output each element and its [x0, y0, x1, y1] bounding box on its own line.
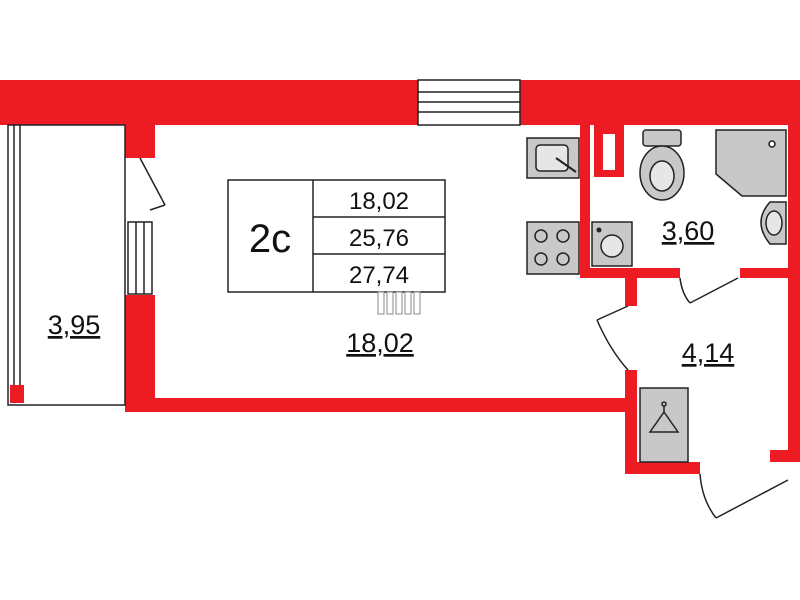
living-area-value: 18,02 [349, 188, 409, 215]
unit-type: 2с [249, 217, 291, 261]
wall-bottom [125, 398, 630, 412]
washbasin-icon [760, 201, 787, 245]
total-area-with-balcony-value: 27,74 [349, 262, 409, 289]
wall-top-right [520, 80, 800, 125]
room-area-balcony: 3,95 [48, 310, 101, 340]
room-area-hall: 4,14 [682, 338, 735, 368]
wall-hall-right [788, 278, 800, 458]
total-area-value: 25,76 [349, 225, 409, 252]
window-icon [417, 79, 521, 126]
room-area-bathroom: 3,60 [662, 216, 715, 246]
stove-icon [526, 221, 580, 275]
wall-hall-bottom-right [770, 450, 800, 462]
shower-icon [715, 129, 787, 197]
wall-hall-left [625, 370, 637, 470]
wardrobe-icon [639, 387, 689, 463]
wall-top-left [0, 80, 418, 125]
wall-pier-top [125, 120, 155, 158]
window-icon [127, 221, 153, 295]
balcony-outline [7, 124, 126, 406]
radiator-icon [377, 291, 421, 315]
wall-bath-bottom-right [740, 268, 800, 278]
walls [0, 80, 800, 474]
balcony [7, 124, 126, 406]
toilet-icon [639, 129, 685, 201]
summary-table [227, 179, 446, 293]
door-icon [679, 277, 739, 304]
door-icon [139, 157, 166, 211]
door-icon [596, 305, 629, 371]
washing-machine-icon [591, 221, 633, 267]
room-area-living: 18,02 [346, 328, 414, 358]
door-icon [699, 473, 789, 519]
wall-hall-bottom [625, 462, 700, 474]
wall-right [788, 120, 800, 280]
wall-hall-left-top [625, 278, 637, 306]
wall-bath-bottom [580, 268, 680, 278]
duct-shaft-inner [603, 134, 615, 170]
balcony-post [10, 385, 24, 403]
wall-pier-bottom [125, 295, 155, 410]
wall-bath-left [580, 125, 590, 275]
sink-icon [526, 137, 580, 179]
